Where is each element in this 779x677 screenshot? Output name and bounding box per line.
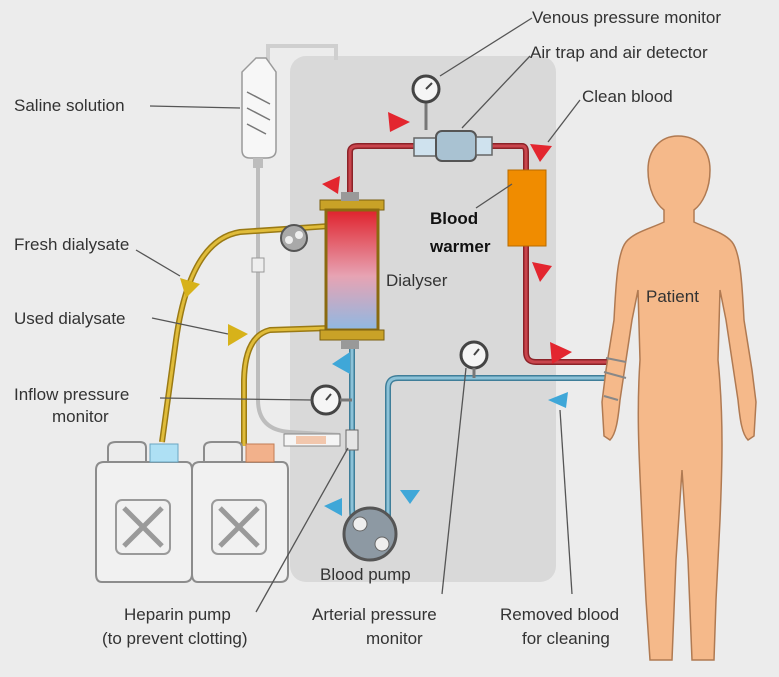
blood-pump-label: Blood pump: [320, 565, 411, 584]
saline-bag: [241, 57, 277, 168]
venous-pressure-monitor-label: Venous pressure monitor: [532, 8, 721, 27]
cannula: [603, 357, 627, 401]
arrow-red-4: [532, 262, 552, 282]
patient-label: Patient: [646, 287, 699, 306]
heparin-pump: [283, 429, 359, 451]
saline-hanger: [266, 44, 338, 62]
arrow-blue-2: [548, 392, 568, 408]
saline-solution-label: Saline solution: [14, 96, 125, 115]
fresh-dialysate-label: Fresh dialysate: [14, 235, 130, 254]
arrow-blue-3: [400, 490, 420, 504]
air-trap-label: Air trap and air detector: [530, 43, 708, 62]
arrow-yellow-1: [180, 278, 200, 298]
inflow-pressure-label-1: Inflow pressure: [14, 385, 130, 404]
dialyser-label: Dialyser: [386, 271, 448, 290]
arrow-blue-1: [332, 352, 350, 374]
dialysate-pump: [280, 224, 308, 252]
arrow-red-5: [550, 342, 572, 364]
arrow-red-3: [530, 144, 552, 162]
heparin-label-1: Heparin pump: [124, 605, 231, 624]
arterial-label-2: monitor: [366, 629, 423, 648]
clean-blood-line: [348, 144, 620, 364]
arrow-red-2: [388, 112, 410, 132]
used-dialysate-label: Used dialysate: [14, 309, 126, 328]
inflow-pressure-label-2: monitor: [52, 407, 109, 426]
arrow-yellow-2: [228, 324, 248, 346]
fresh-dialysate-line: [160, 224, 331, 443]
removed-blood-label-2: for cleaning: [522, 629, 610, 648]
saline-clamp: [251, 257, 265, 273]
fresh-dialysate-jug: [95, 441, 193, 583]
dialyser: [319, 192, 385, 349]
heparin-label-2: (to prevent clotting): [102, 629, 248, 648]
saline-line: [256, 168, 341, 437]
arrow-red-1: [322, 176, 340, 194]
blood-warmer-label-2: warmer: [430, 237, 491, 256]
arterial-pressure-monitor: [459, 340, 489, 378]
blood-warmer-label-1: Blood: [430, 209, 479, 228]
arterial-label-1: Arterial pressure: [312, 605, 437, 624]
patient-body: [601, 135, 757, 661]
air-trap: [413, 130, 493, 162]
blood-pump: [342, 506, 398, 562]
clean-blood-label: Clean blood: [582, 87, 673, 106]
arrow-blue-4: [324, 498, 342, 516]
blood-warmer: [507, 169, 547, 247]
leader-lines: [135, 17, 581, 613]
venous-pressure-monitor: [411, 74, 441, 130]
used-dialysate-line: [242, 326, 331, 446]
used-dialysate-jug: [191, 441, 289, 583]
removed-blood-label-1: Removed blood: [500, 605, 620, 624]
